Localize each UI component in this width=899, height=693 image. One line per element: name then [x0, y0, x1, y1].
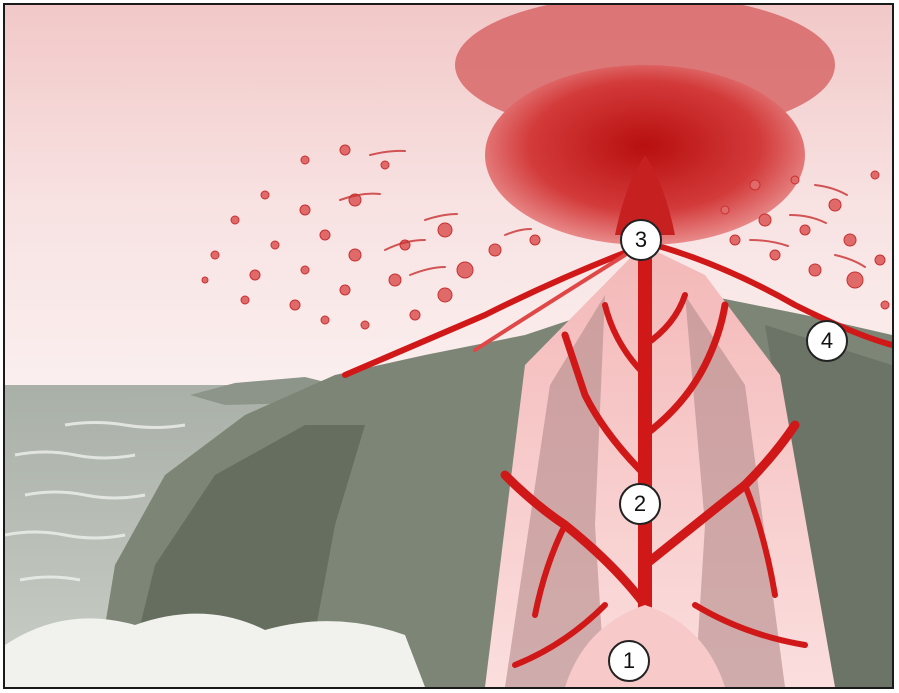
marker-2: 2	[619, 483, 661, 525]
marker-1: 1	[608, 640, 650, 682]
diagram-frame: 1 2 3 4	[3, 3, 894, 689]
marker-3: 3	[620, 219, 662, 261]
marker-4: 4	[806, 320, 848, 362]
surf	[5, 614, 425, 687]
volcano-illustration	[5, 5, 892, 687]
